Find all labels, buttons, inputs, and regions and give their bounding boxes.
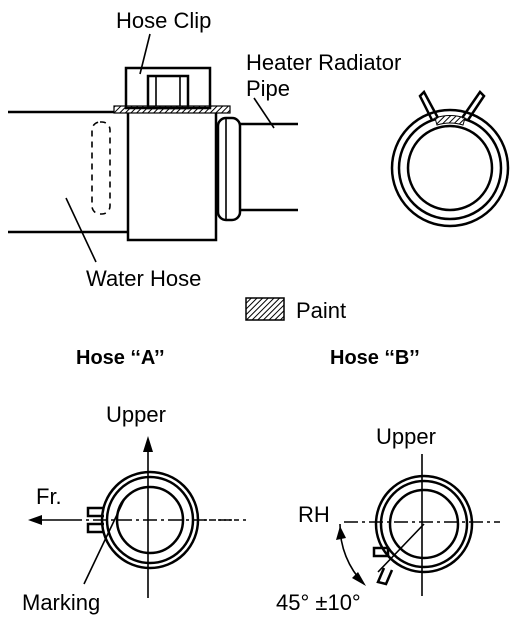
hose-a-clip-ring <box>105 475 195 565</box>
label-water-hose: Water Hose <box>86 266 201 291</box>
angle-arc-arrow-top <box>336 526 346 540</box>
label-rh: RH <box>298 502 330 527</box>
label-hose-b: Hose ‘‘B’’ <box>330 347 420 369</box>
label-heater-radiator-pipe-1: Heater Radiator <box>246 50 401 75</box>
clip-band <box>126 110 218 242</box>
angle-arc-arrow-bottom <box>352 572 366 586</box>
label-hose-a: Hose ‘‘A’’ <box>76 347 165 369</box>
paint-legend-swatch <box>245 297 285 321</box>
label-marking: Marking <box>22 590 100 615</box>
hose-b-clip-ring <box>379 479 469 569</box>
paint-stripe-side <box>113 105 231 114</box>
end-view-clip-ear-right <box>460 90 486 121</box>
label-paint: Paint <box>296 298 346 323</box>
hose-bead <box>216 116 242 222</box>
label-front: Fr. <box>36 484 62 509</box>
water-hose-leader <box>65 197 97 263</box>
hose-b-45-degree-line <box>377 523 425 573</box>
clip-ear-inner <box>146 74 190 110</box>
end-view-clip-ring <box>397 115 503 221</box>
end-view-paint <box>434 115 466 126</box>
label-angle: 45° ±10° <box>276 590 361 615</box>
front-arrow-head <box>28 515 42 525</box>
end-view <box>390 89 510 228</box>
hose-end-hidden-line <box>91 121 111 215</box>
angle-arc <box>339 523 365 585</box>
label-heater-radiator-pipe-2: Pipe <box>246 76 290 101</box>
hose-a-inner-ring <box>115 485 185 555</box>
label-upper-b: Upper <box>376 424 436 449</box>
hose-b-clip-tabs <box>372 546 394 586</box>
heater-pipe-leader <box>253 97 275 129</box>
water-hose-outline <box>8 110 128 234</box>
heater-pipe <box>240 122 298 212</box>
hose-a-view <box>28 436 246 598</box>
hose-b-outer-ring <box>374 474 474 574</box>
hose-a-outer-ring <box>100 470 200 570</box>
hose-b-inner-ring <box>388 488 460 560</box>
upper-arrow-head-a <box>143 436 153 452</box>
end-view-outer-ring <box>390 108 510 228</box>
end-view-inner-ring <box>406 124 494 212</box>
marking-leader <box>83 499 125 585</box>
hose-clip-leader <box>139 33 151 75</box>
hose-b-view <box>336 454 500 596</box>
label-upper-a: Upper <box>106 402 166 427</box>
clip-ear-outer <box>124 66 212 110</box>
end-view-clip-ear-left <box>418 89 440 121</box>
side-view <box>8 33 298 263</box>
label-hose-clip: Hose Clip <box>116 8 211 33</box>
hose-a-clip-tabs <box>86 506 104 534</box>
